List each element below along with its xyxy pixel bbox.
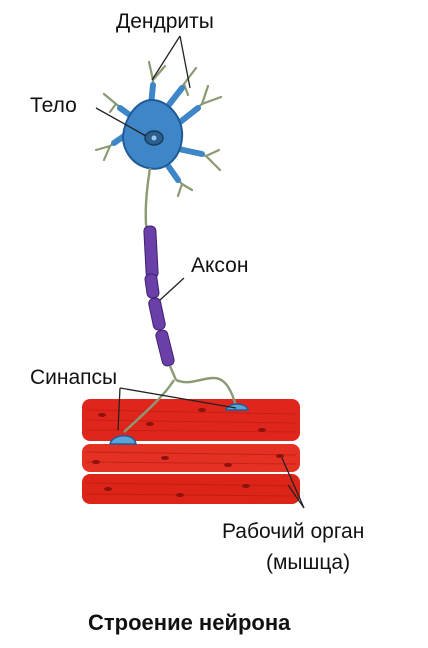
diagram-caption: Строение нейрона	[88, 610, 291, 635]
label-organ: Рабочий орган	[222, 520, 364, 543]
muscle-fiber	[82, 474, 300, 504]
neuron-body	[122, 98, 184, 170]
axon	[123, 167, 238, 433]
myelin-sheath	[143, 225, 175, 367]
synapse	[225, 403, 249, 411]
leader-lines	[95, 35, 305, 509]
label-dendrites: Дендриты	[116, 10, 214, 33]
synapses	[109, 403, 249, 445]
label-body: Тело	[30, 94, 77, 117]
muscle-fibers	[82, 399, 300, 504]
label-synapses: Синапсы	[30, 366, 117, 389]
synapse	[109, 435, 137, 445]
label-organ-note: (мышца)	[266, 551, 350, 574]
muscle-fiber	[82, 444, 300, 472]
label-axon: Аксон	[191, 254, 248, 277]
